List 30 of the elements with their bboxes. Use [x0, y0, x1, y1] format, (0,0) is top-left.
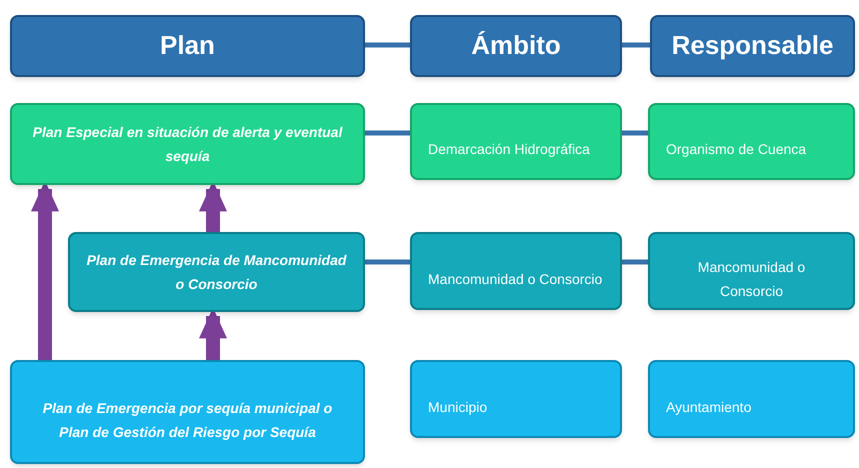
box-text: Plan de Emergencia de Mancomunidad o Consorcio	[86, 250, 347, 294]
box-text: Ayuntamiento	[666, 398, 752, 417]
plan-box	[10, 360, 365, 464]
box-text: Mancomunidad o Consorcio	[428, 270, 602, 289]
connector-line	[622, 130, 648, 136]
box-text: Plan de Emergencia por sequía municipal o Plan de Gestión del Riesgo por Sequía	[42, 398, 334, 442]
plan-box	[410, 360, 622, 438]
connector-line	[622, 260, 648, 264]
header-box	[410, 15, 622, 77]
box-text: Plan	[160, 29, 215, 62]
connector-line	[622, 42, 650, 48]
header-box	[650, 15, 855, 77]
plan-box	[10, 103, 365, 185]
plan-box	[648, 103, 855, 180]
box-text: Plan Especial en situación de alerta y eventual sequía	[32, 122, 344, 166]
plan-box	[68, 232, 365, 312]
box-text: Mancomunidad o Consorcio	[696, 258, 806, 301]
plan-box	[410, 103, 622, 180]
plan-box	[648, 232, 855, 310]
connector-line	[365, 42, 410, 48]
box-text: Municipio	[428, 398, 488, 417]
box-text: Demarcación Hidrográfica	[428, 140, 590, 160]
box-text: Organismo de Cuenca	[666, 140, 806, 160]
header-box	[10, 15, 365, 77]
plan-box	[648, 360, 855, 438]
box-text: Responsable	[672, 29, 834, 62]
plan-box	[410, 232, 622, 310]
connector-line	[365, 260, 410, 264]
box-text: Ámbito	[471, 29, 561, 62]
connector-line	[365, 130, 410, 136]
